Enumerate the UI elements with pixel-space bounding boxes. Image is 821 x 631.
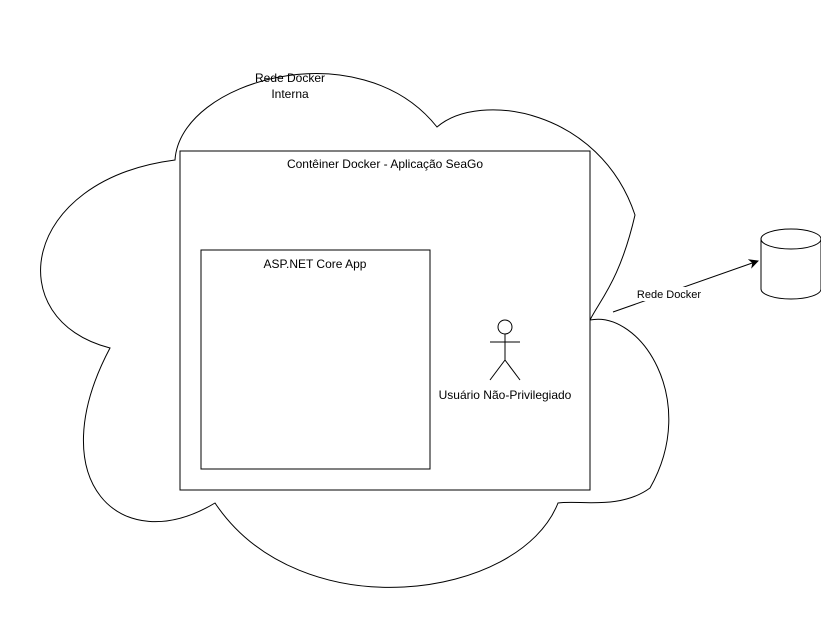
docker-network-edge[interactable]: Rede Docker [612, 259, 759, 313]
cloud-label-line2: Interna [271, 87, 309, 101]
stick-figure-icon [489, 319, 521, 381]
aspnet-app[interactable]: ASP.NET Core App [200, 249, 431, 470]
unprivileged-user-actor[interactable]: Usuário Não-Privilegiado [439, 319, 572, 402]
app-label: ASP.NET Core App [264, 257, 367, 271]
edge-line [612, 259, 759, 313]
edge-label-bg [635, 287, 703, 301]
container-label: Contêiner Docker - Aplicação SeaGo [287, 157, 483, 171]
app-box [200, 249, 431, 470]
actor-label: Usuário Não-Privilegiado [439, 388, 572, 402]
cylinder-icon [760, 228, 821, 300]
database-cylinder[interactable] [760, 228, 821, 300]
cloud-label-line1: Rede Docker [255, 71, 325, 85]
edge-label: Rede Docker [637, 289, 702, 301]
